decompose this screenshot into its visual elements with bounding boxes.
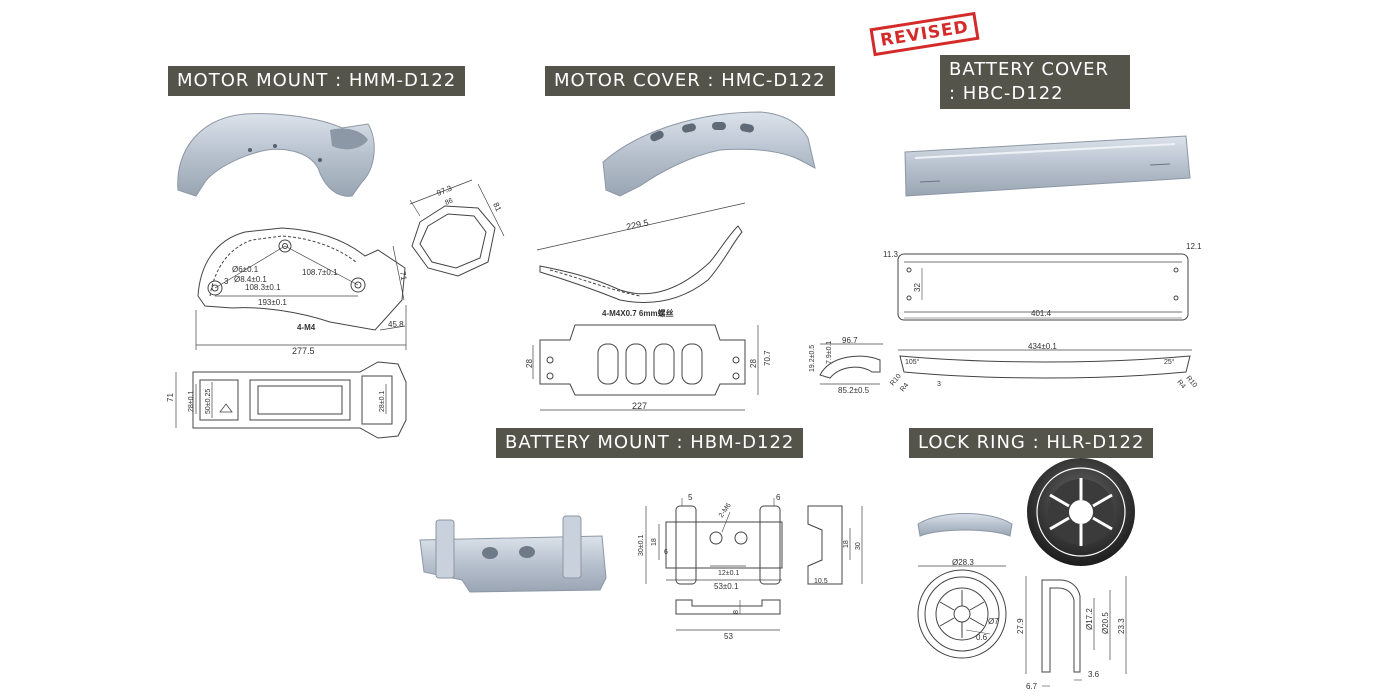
hmc-dim-227: 227 xyxy=(632,401,647,411)
hbm-dim-18b: 18 xyxy=(843,540,850,548)
motor-mount-drawings: 108.7±0.1 108.3±0.1 193±0.1 Ø6±0.1 Ø8.4±… xyxy=(166,113,505,439)
hlr-dim-279: 27.9 xyxy=(1016,618,1025,634)
hbm-dim-30b: 30 xyxy=(855,542,862,550)
motor-mount-title: MOTOR MOUNT : HMM-D122 xyxy=(168,66,466,96)
hbm-dim-105: 10.5 xyxy=(814,578,828,585)
hmm-dim-71b: 71 xyxy=(166,393,175,402)
hmc-note-m4: 4-M4X0.7 6mm螺丝 xyxy=(602,308,674,318)
hmm-dim-71: 71 xyxy=(398,271,409,282)
hbc-dim-3: 3 xyxy=(937,381,941,388)
hbc-dim-25deg: 25° xyxy=(1164,358,1175,366)
battery-cover-drawings: 11.3 12.1 32 401.4 434±0.1 105° 25° R10 … xyxy=(883,135,1202,393)
motor-cover-3d-part xyxy=(602,111,816,197)
hbm-dim-6b: 6 xyxy=(664,549,668,556)
hbc-dim-105deg: 105° xyxy=(905,358,920,366)
battery-cover-title: BATTERY COVER : HBC-D122 xyxy=(940,55,1130,109)
hmm-dim-dia6: Ø6±0.1 xyxy=(232,265,259,274)
motor-cover-drawings: 229.5 4-M4X0.7 6mm螺丝 28 28 70.7 227 96.7… xyxy=(525,111,883,411)
hmc-dim-79: 7.9±0.1 xyxy=(826,341,833,364)
hmc-dim-707: 70.7 xyxy=(763,350,772,366)
hbm-dim-m6: 2-M6 xyxy=(718,502,733,519)
battery-mount-3d-part xyxy=(419,515,607,593)
hmm-dim-458: 45.8 xyxy=(388,320,404,329)
hlr-dim-172: Ø17.2 xyxy=(1085,608,1094,630)
lock-ring-title: LOCK RING : HLR-D122 xyxy=(909,428,1154,458)
hbc-dim-4014: 401.4 xyxy=(1031,309,1052,318)
lock-ring-drawings: Ø28.3 Ø7 0.6 27.9 Ø17.2 Ø20.5 23.3 3.6 6… xyxy=(917,458,1135,691)
hlr-dim-233: 23.3 xyxy=(1117,618,1126,634)
hbm-dim-6: 6 xyxy=(776,493,781,502)
hmm-dim-dia84: Ø8.4±0.1 xyxy=(234,275,267,284)
hmc-dim-852: 85.2±0.5 xyxy=(838,386,870,395)
hbc-dim-121: 12.1 xyxy=(1186,242,1202,251)
lock-ring-3d-top xyxy=(1027,458,1135,566)
hmm-dim-50: 50±0.25 xyxy=(205,389,212,414)
hbm-dim-5: 5 xyxy=(688,493,693,502)
hbm-dim-8: 8 xyxy=(733,610,740,614)
hlr-dim-283: Ø28.3 xyxy=(952,558,974,567)
hmm-dim-193: 193±0.1 xyxy=(258,298,287,307)
hbm-dim-18: 18 xyxy=(651,538,658,546)
hmm-dim-973: 97.3 xyxy=(435,183,453,197)
hbc-dim-r4a: R4 xyxy=(899,382,910,393)
motor-mount-3d-part xyxy=(177,113,375,197)
battery-mount-drawings: 5 6 2-M6 30±0.1 18 6 12±0.1 53±0.1 18 30… xyxy=(419,493,863,641)
hmm-dim-1083: 108.3±0.1 xyxy=(245,283,281,292)
hmm-dim-hole3: 3 xyxy=(224,277,229,286)
hmc-dim-28a: 28 xyxy=(525,359,534,368)
hlr-dim-67: 6.7 xyxy=(1026,682,1038,691)
hmm-dim-2775: 277.5 xyxy=(292,346,315,356)
hmm-dim-28a: 28±0.1 xyxy=(188,391,195,412)
hbm-dim-30: 30±0.1 xyxy=(638,535,645,556)
hbc-dim-434: 434±0.1 xyxy=(1028,342,1057,351)
hbm-dim-53b: 53 xyxy=(724,632,733,641)
hmc-dim-192: 19.2±0.5 xyxy=(809,345,816,372)
hmm-dim-86: 86 xyxy=(444,197,454,206)
hlr-dim-7: Ø7 xyxy=(988,617,999,626)
hmm-dim-m4: 4-M4 xyxy=(297,323,316,332)
hlr-dim-36: 3.6 xyxy=(1088,670,1100,679)
battery-cover-3d-part xyxy=(904,135,1191,197)
hmc-dim-2295: 229.5 xyxy=(625,217,649,231)
hbc-dim-r10a: R10 xyxy=(889,373,903,387)
hbm-dim-53: 53±0.1 xyxy=(714,582,739,591)
hmc-dim-28b: 28 xyxy=(749,359,758,368)
hmm-dim-81: 81 xyxy=(491,201,503,213)
lock-ring-3d-side xyxy=(917,513,1013,537)
hbm-dim-12: 12±0.1 xyxy=(718,570,739,577)
hbc-dim-32: 32 xyxy=(913,283,922,292)
hmc-dim-967: 96.7 xyxy=(842,336,858,345)
battery-mount-title: BATTERY MOUNT : HBM-D122 xyxy=(496,428,804,458)
hlr-dim-06: 0.6 xyxy=(976,633,988,642)
motor-cover-title: MOTOR COVER : HMC-D122 xyxy=(545,66,835,96)
hlr-dim-205: Ø20.5 xyxy=(1101,612,1110,634)
hmm-dim-28b: 28±0.1 xyxy=(379,391,386,412)
hbc-dim-r10b: R10 xyxy=(1184,375,1198,389)
hbc-dim-113: 11.3 xyxy=(883,250,899,259)
hmm-dim-1087: 108.7±0.1 xyxy=(302,268,338,277)
hbc-dim-r4b: R4 xyxy=(1175,379,1186,390)
